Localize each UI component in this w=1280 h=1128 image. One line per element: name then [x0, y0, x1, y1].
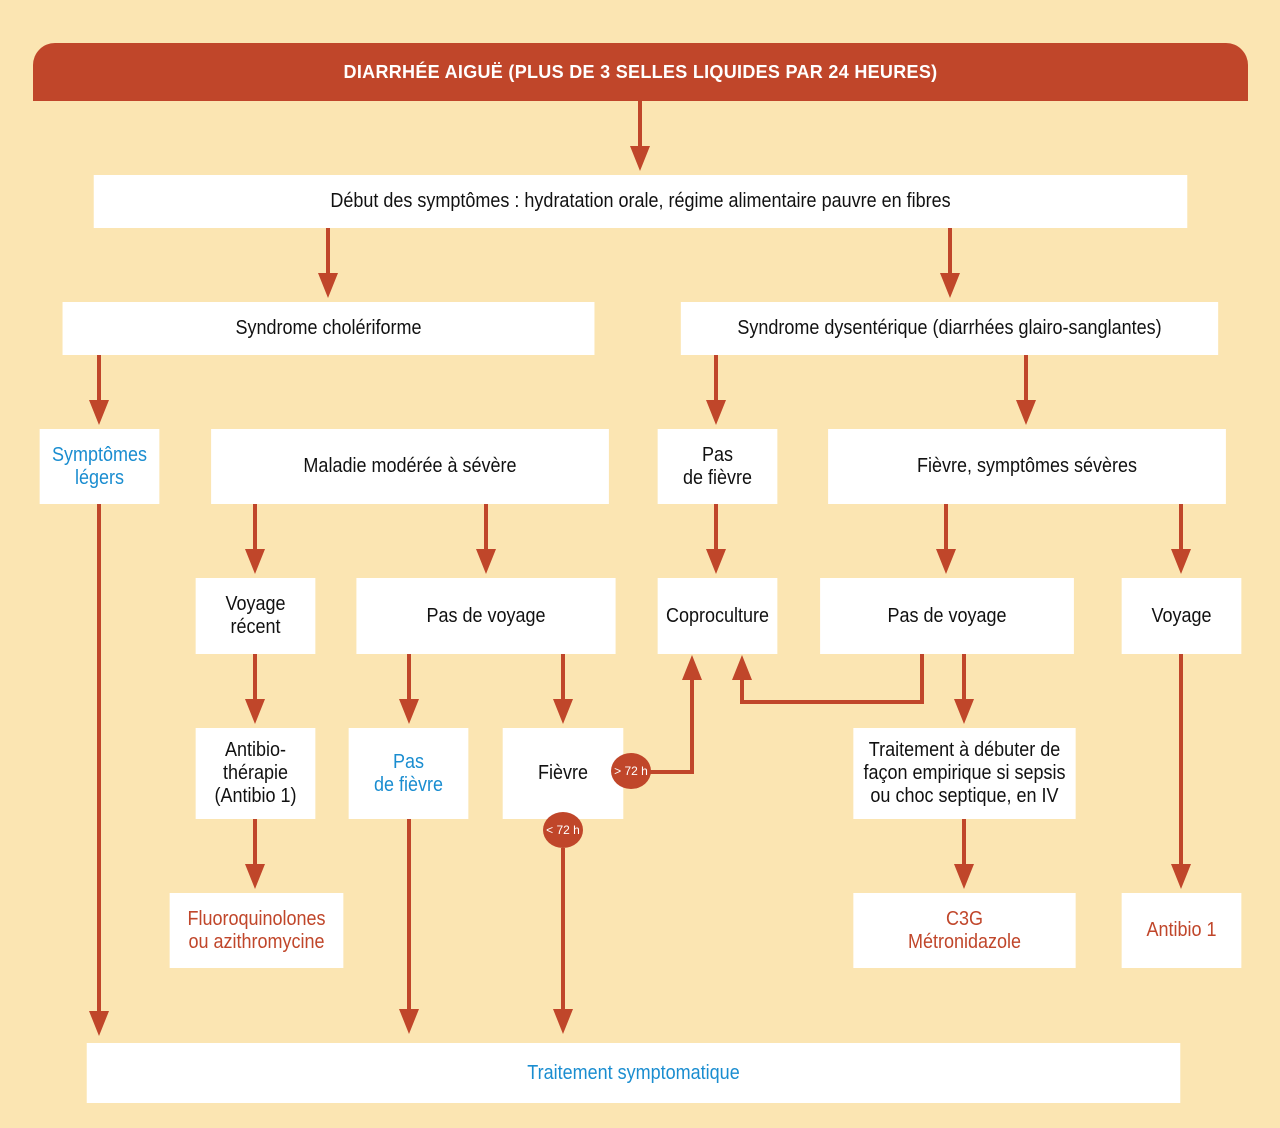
- node-legers: Symptômes légers: [39, 429, 160, 504]
- node-label: Syndrome cholériforme: [235, 317, 422, 339]
- arrow-head: [245, 699, 265, 724]
- arrow-head: [553, 1009, 573, 1034]
- arrow-head: [682, 655, 702, 680]
- node-label: Pas de fièvre: [682, 443, 753, 489]
- node-label: Traitement à débuter de façon empirique …: [863, 739, 1066, 807]
- arrow-head: [706, 549, 726, 574]
- arrow-head: [954, 699, 974, 724]
- node-moderee: Maladie modérée à sévère: [211, 429, 609, 504]
- node-label: Voyage: [1151, 604, 1212, 627]
- arrow-head: [245, 549, 265, 574]
- node-label: Pas de voyage: [887, 604, 1007, 627]
- node-traitement-symptomatique: Traitement symptomatique: [86, 1043, 1181, 1103]
- node-traitement-empirique: Traitement à débuter de façon empirique …: [853, 728, 1076, 819]
- badge-less-72h: < 72 h: [543, 812, 583, 848]
- node-label: Traitement symptomatique: [527, 1061, 740, 1084]
- connector-line: [740, 654, 924, 704]
- arrow-head: [1171, 549, 1191, 574]
- node-voyage: Voyage: [1121, 578, 1242, 654]
- connector-line: [650, 675, 694, 774]
- node-pas-fievre-1: Pas de fièvre: [657, 429, 778, 504]
- arrow-head: [1016, 400, 1036, 425]
- node-label: Symptômes légers: [51, 443, 148, 489]
- node-pas-voyage-1: Pas de voyage: [356, 578, 616, 654]
- arrow-head: [954, 864, 974, 889]
- node-antibio1: Antibio 1: [1121, 893, 1242, 968]
- node-label: Fièvre: [537, 762, 589, 784]
- node-label: Début des symptômes : hydratation orale,…: [330, 190, 951, 212]
- badge-more-72h: > 72 h: [611, 753, 651, 789]
- node-dysenterie: Syndrome dysentérique (diarrhées glairo-…: [680, 302, 1219, 355]
- node-label: Coproculture: [665, 604, 770, 627]
- arrow-head: [89, 1011, 109, 1036]
- node-label: Syndrome dysentérique (diarrhées glairo-…: [737, 317, 1162, 339]
- arrow-head: [940, 273, 960, 298]
- node-label: Maladie modérée à sévère: [303, 455, 517, 477]
- node-fievre-severe: Fièvre, symptômes sévères: [828, 429, 1226, 504]
- arrow-head: [706, 400, 726, 425]
- node-c3g: C3G Métronidazole: [853, 893, 1076, 968]
- diagram-title: DIARRHÉE AIGUË (PLUS DE 3 SELLES LIQUIDE…: [33, 43, 1248, 101]
- arrow-head: [732, 655, 752, 680]
- node-label: Fièvre, symptômes sévères: [916, 455, 1138, 477]
- arrow-head: [399, 699, 419, 724]
- node-fluoroquinolones: Fluoroquinolones ou azithromycine: [169, 893, 344, 968]
- node-label: Antibio- thérapie (Antibio 1): [214, 739, 297, 807]
- node-coproculture: Coproculture: [657, 578, 778, 654]
- node-label: Pas de voyage: [426, 604, 546, 627]
- node-cholera: Syndrome cholériforme: [62, 302, 595, 355]
- node-label: Pas de fièvre: [373, 750, 444, 796]
- node-antibiotherapie: Antibio- thérapie (Antibio 1): [195, 728, 316, 819]
- node-pas-voyage-2: Pas de voyage: [820, 578, 1074, 654]
- node-fievre: Fièvre: [502, 728, 624, 819]
- arrow-head: [476, 549, 496, 574]
- arrow-head: [936, 549, 956, 574]
- arrow-head: [89, 400, 109, 425]
- arrow-head: [245, 864, 265, 889]
- node-label: Fluoroquinolones ou azithromycine: [187, 907, 326, 953]
- node-label: C3G Métronidazole: [907, 907, 1022, 953]
- arrow-head: [318, 273, 338, 298]
- arrow-head: [1171, 864, 1191, 889]
- node-pas-fievre-2: Pas de fièvre: [348, 728, 469, 819]
- node-debut: Début des symptômes : hydratation orale,…: [93, 175, 1188, 228]
- arrow-head: [399, 1009, 419, 1034]
- node-voyage-recent: Voyage récent: [195, 578, 316, 654]
- arrow-head: [553, 699, 573, 724]
- node-label: Antibio 1: [1146, 919, 1217, 941]
- arrow-head: [630, 146, 650, 171]
- node-label: Voyage récent: [225, 593, 286, 638]
